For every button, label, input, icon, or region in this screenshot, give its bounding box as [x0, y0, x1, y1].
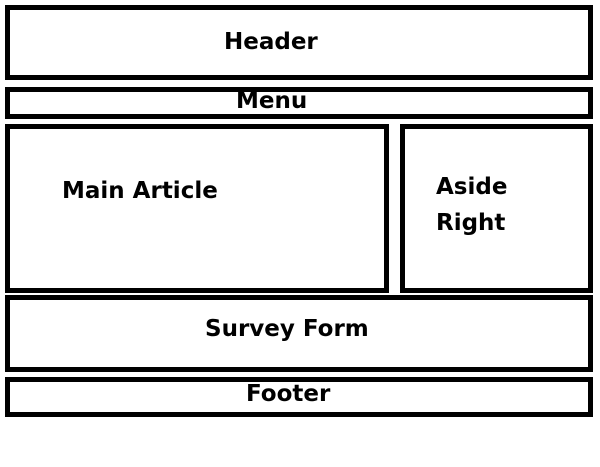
footer-region-box [5, 377, 593, 417]
menu-region-box [5, 87, 593, 119]
main-article-label: Main Article [62, 178, 218, 204]
survey-form-label: Survey Form [205, 316, 369, 342]
menu-label: Menu [236, 88, 308, 114]
header-label: Header [224, 29, 318, 55]
aside-right-region-box [400, 124, 593, 293]
footer-label: Footer [246, 381, 331, 407]
header-region-box [5, 5, 593, 80]
aside-label-line-1: Aside [436, 174, 508, 200]
aside-label-line-2: Right [436, 210, 506, 236]
main-article-region-box [5, 124, 389, 293]
survey-form-region-box [5, 295, 593, 372]
aside-right-label: Aside Right [436, 169, 507, 241]
